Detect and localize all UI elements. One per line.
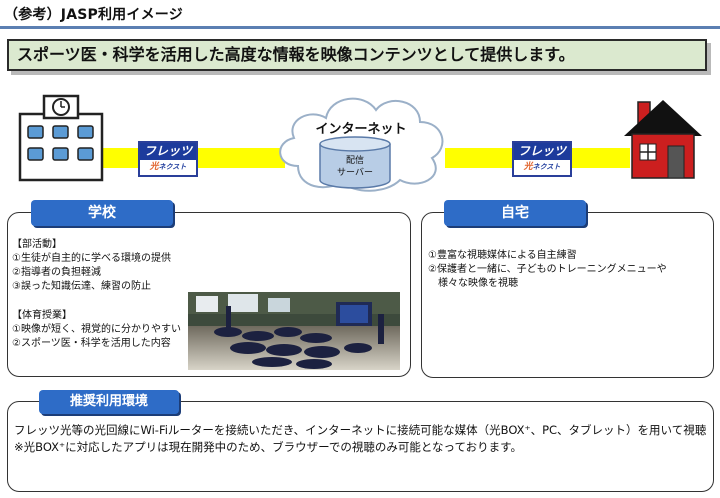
flets-logo-right: フレッツ 光ネクスト bbox=[512, 141, 572, 177]
home-tab: 自宅 bbox=[444, 200, 586, 226]
title-underline bbox=[0, 26, 720, 29]
headline-banner: スポーツ医・科学を活用した高度な情報を映像コンテンツとして提供します。 bbox=[7, 39, 707, 71]
home-item-2: ②保護者と一緒に、子どものトレーニングメニューや bbox=[428, 264, 667, 275]
students-training-photo bbox=[188, 292, 400, 370]
pe-heading: 【体育授業】 bbox=[12, 310, 72, 321]
school-tab: 学校 bbox=[31, 200, 173, 226]
school-building-icon bbox=[18, 94, 104, 182]
server-label-1: 配信 bbox=[345, 156, 364, 166]
home-item-3: 様々な映像を視聴 bbox=[428, 278, 518, 289]
server-icon bbox=[319, 136, 391, 189]
house-icon bbox=[624, 100, 702, 179]
club-item-2: ②指導者の負担軽減 bbox=[12, 267, 101, 278]
pe-item-2: ②スポーツ医・科学を活用した内容 bbox=[12, 338, 171, 349]
club-heading: 【部活動】 bbox=[12, 239, 62, 250]
club-item-1: ①生徒が自主的に学べる環境の提供 bbox=[12, 253, 171, 264]
home-item-1: ①豊富な視聴媒体による自主練習 bbox=[428, 250, 577, 261]
recommended-line-2: ※光BOX⁺に対応したアプリは現在開発中のため、ブラウザーでの視聴のみ可能となっ… bbox=[14, 440, 522, 454]
pe-item-1: ①映像が短く、視覚的に分かりやすい bbox=[12, 324, 181, 335]
club-item-3: ③誤った知識伝達、練習の防止 bbox=[12, 281, 151, 292]
recommended-panel bbox=[7, 401, 714, 492]
internet-label: インターネット bbox=[315, 122, 407, 137]
recommended-line-1: フレッツ光等の光回線にWi-Fiルーターを接続いただき、インターネットに接続可能… bbox=[14, 423, 707, 437]
home-panel bbox=[421, 212, 714, 378]
recommended-tab: 推奨利用環境 bbox=[39, 390, 179, 414]
server-label-2: サーバー bbox=[337, 168, 373, 178]
page-title: （参考）JASP利用イメージ bbox=[4, 7, 183, 23]
flets-logo-left: フレッツ 光ネクスト bbox=[138, 141, 198, 177]
